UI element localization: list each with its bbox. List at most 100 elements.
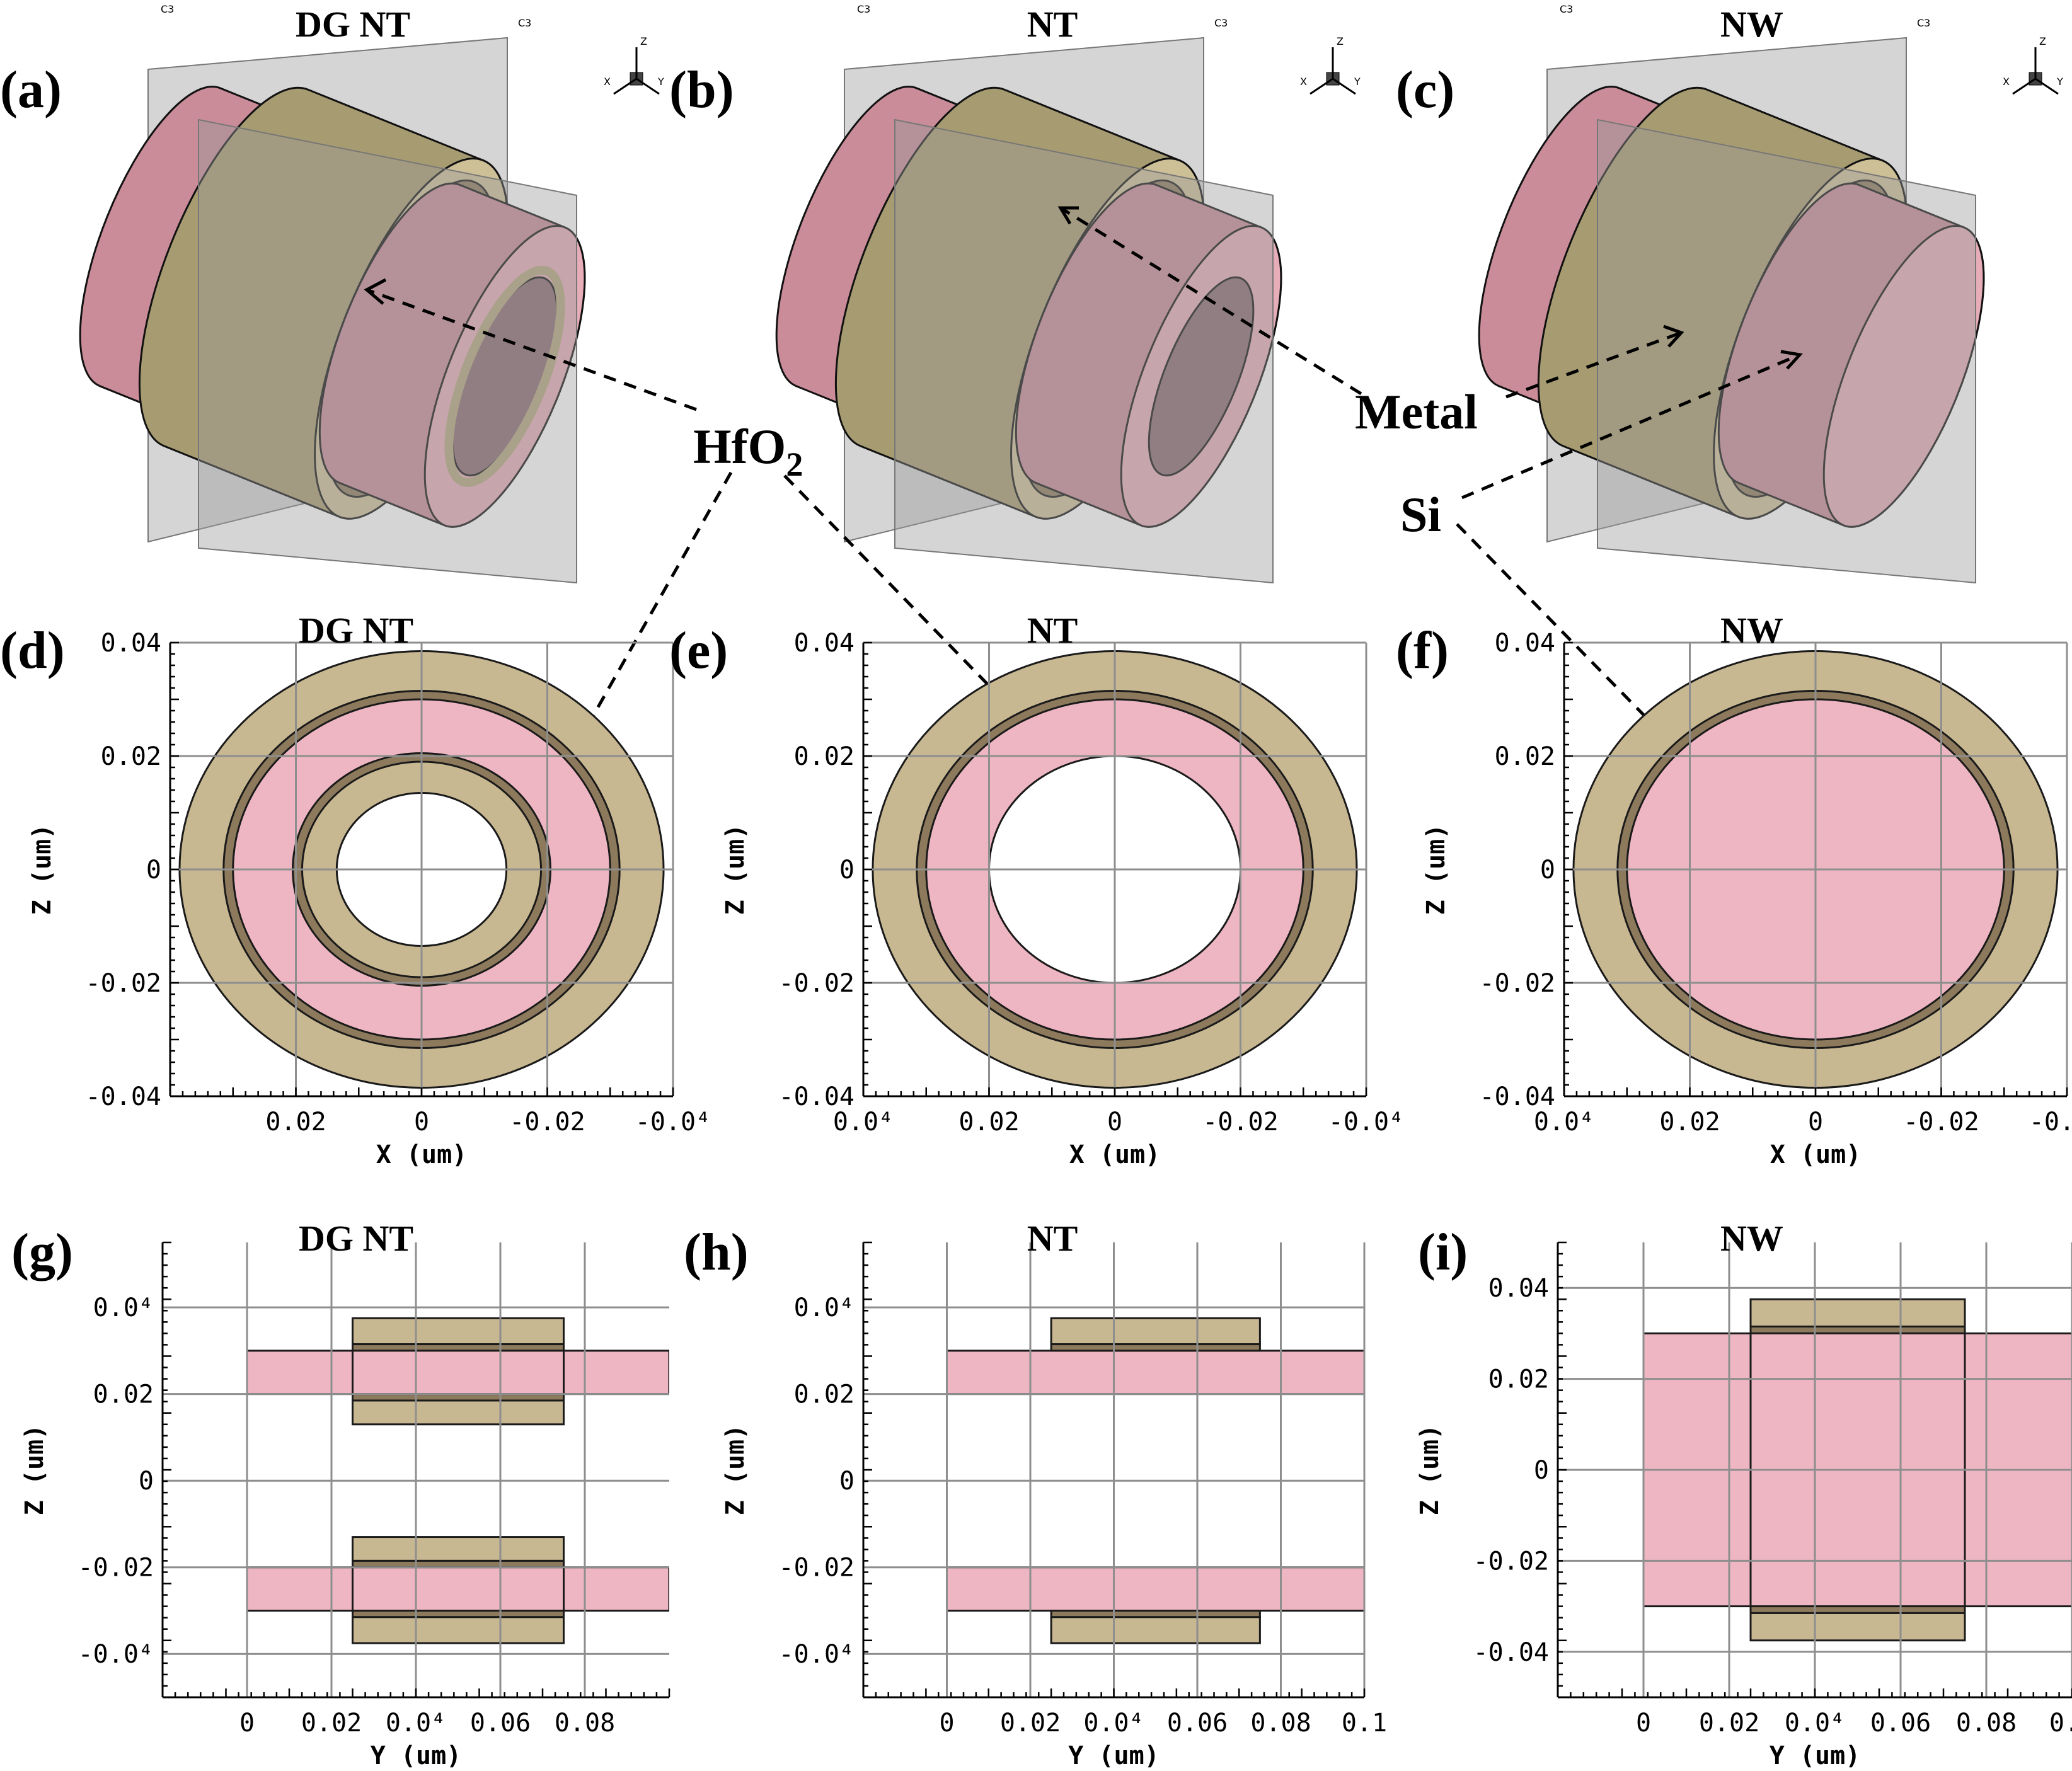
triad-y-label: Y <box>1354 76 1361 88</box>
panel-title: DG NT <box>299 1218 413 1259</box>
grid-lines <box>1563 641 2068 1098</box>
device-body <box>775 86 1282 528</box>
panel-letter-c: (c) <box>1396 60 1454 119</box>
x-tick-label: 0.0⁴ <box>1785 1709 1845 1738</box>
y-tick-label: -0.04 <box>1480 1082 1555 1111</box>
si-right-end-face <box>1822 225 1985 528</box>
panel-c-3d-nanowire: (c) NW <box>1396 4 1783 119</box>
region-hfo2-4 <box>1050 1609 1261 1619</box>
y-tick-label: 0.0⁴ <box>794 1293 855 1322</box>
panel-letter: (h) <box>684 1223 749 1281</box>
device-body <box>1478 86 1985 528</box>
cut-plane-front <box>894 118 1274 584</box>
region-metal-11 <box>352 1616 565 1644</box>
y-tick-label: 0 <box>1534 1456 1549 1485</box>
y-tick-label: -0.02 <box>1473 1547 1549 1576</box>
triad-y-axis <box>636 77 660 95</box>
y-tick-label: 0.02 <box>1495 742 1555 771</box>
panel-a-3d-dg-nanotube: (a) DG NT <box>0 4 410 119</box>
region-hfo2-10 <box>352 1609 565 1619</box>
y-axis-label: Z (um) <box>721 1424 750 1516</box>
arrowhead-metal-b <box>1057 206 1079 225</box>
x-tick-label: 0 <box>1808 1108 1823 1137</box>
cut-plane-marker-left: C3 <box>857 3 870 15</box>
region-metal-7 <box>352 1536 565 1562</box>
y-tick-label: 0.04 <box>1495 629 1555 658</box>
y-tick-label: 0.02 <box>794 742 855 771</box>
y-axis-label: Z (um) <box>20 1424 49 1516</box>
x-axis-label: X (um) <box>376 1140 468 1169</box>
x-tick-label: 0.02 <box>1000 1709 1061 1738</box>
y-tick-label: -0.02 <box>779 1554 855 1583</box>
panel-letter: (g) <box>11 1223 73 1281</box>
x-tick-label: 0.0⁴ <box>1534 1108 1594 1137</box>
panel-title: NW <box>1720 1218 1783 1259</box>
callout-hfo2-subscript: 2 <box>786 445 803 483</box>
region-hfo2-8 <box>352 1559 565 1569</box>
triad-y-label: Y <box>657 76 664 88</box>
x-tick-label: 0 <box>1636 1709 1651 1738</box>
x-tick-label: 0.06 <box>1870 1709 1931 1738</box>
triad-y-axis <box>1332 77 1356 95</box>
x-tick-label: 0.02 <box>1659 1108 1720 1137</box>
region-hfo2-5 <box>352 1393 565 1402</box>
x-tick-label: 0.06 <box>470 1709 531 1738</box>
region-hfo2-2 <box>1749 1326 1966 1334</box>
y-tick-label: 0.02 <box>794 1380 855 1409</box>
region-metal-1 <box>1749 1298 1966 1328</box>
triad-x-axis <box>2012 77 2036 95</box>
panel-letter-a: (a) <box>0 60 62 119</box>
grid-lines <box>862 641 1367 1098</box>
x-tick-label: 0.1 <box>2049 1709 2072 1738</box>
cut-plane-marker-left: C3 <box>161 3 174 15</box>
region-hfo2-4 <box>1749 1605 1966 1614</box>
material-callouts: HfO2 Metal Si <box>364 206 1803 822</box>
y-tick-label: 0.02 <box>1488 1365 1549 1394</box>
region-hfo2-3 <box>352 1343 565 1352</box>
y-axis-label: Z (um) <box>721 824 750 915</box>
x-tick-label: -0.02 <box>1903 1108 1979 1137</box>
panel-letter-b: (b) <box>669 60 734 119</box>
callout-metal: Metal <box>1355 384 1478 439</box>
y-tick-label: 0 <box>146 856 161 885</box>
x-tick-label: -0.02 <box>509 1108 585 1137</box>
triad-x-axis <box>613 77 637 95</box>
x-tick-label: 0 <box>239 1709 255 1738</box>
arrow-si-to-c <box>1461 353 1800 500</box>
y-tick-label: -0.04 <box>86 1082 161 1111</box>
region-metal-2 <box>1050 1317 1261 1346</box>
y-tick-label: -0.0⁴ <box>779 1640 855 1669</box>
triad-z-label: Z <box>640 35 647 47</box>
x-tick-label: 0 <box>1107 1108 1122 1137</box>
y-axis-label: Z (um) <box>1422 824 1451 915</box>
region-si-0 <box>946 1350 1364 1396</box>
x-tick-label: 0 <box>939 1709 954 1738</box>
x-tick-label: 0.02 <box>265 1108 326 1137</box>
y-tick-label: -0.04 <box>1473 1638 1549 1667</box>
panel-a-title: DG NT <box>296 4 410 45</box>
triad-x-label: X <box>2003 76 2010 88</box>
cut-plane-marker-right: C3 <box>1917 17 1930 29</box>
cut-plane-front <box>198 118 577 584</box>
y-tick-label: -0.04 <box>779 1082 855 1111</box>
triad-x-label: X <box>1300 76 1307 88</box>
y-tick-label: 0 <box>139 1467 154 1496</box>
callout-hfo2-text: HfO <box>693 419 786 474</box>
x-tick-label: 0.02 <box>958 1108 1019 1137</box>
arrow-hfo2-to-a <box>366 288 697 411</box>
callout-hfo2: HfO2 <box>693 419 803 483</box>
panel-title: DG NT <box>299 610 413 651</box>
region-metal-5 <box>1749 1612 1966 1642</box>
region-si-1 <box>946 1566 1364 1612</box>
y-tick-label: 0.04 <box>794 629 855 658</box>
panel-title: NW <box>1720 610 1783 651</box>
x-tick-label: 0.0⁴ <box>833 1108 894 1137</box>
